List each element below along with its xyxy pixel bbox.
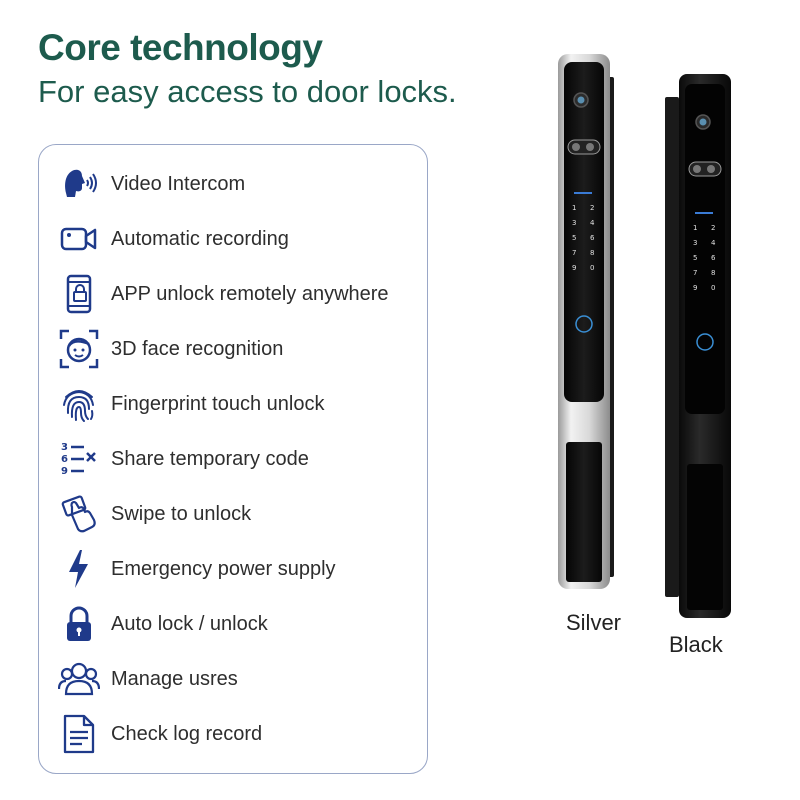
svg-text:6: 6 [711, 254, 716, 262]
feature-item: Check log record [57, 710, 417, 758]
feature-label: Video Intercom [111, 172, 246, 195]
svg-text:2: 2 [590, 204, 594, 212]
feature-item: Emergency power supply [57, 545, 417, 593]
feature-item: Automatic recording [57, 215, 417, 263]
silver-lock-image: 1 2 3 4 5 6 7 8 9 0 [556, 52, 616, 592]
black-label: Black [669, 632, 723, 657]
card-swipe-icon [57, 492, 101, 536]
svg-text:8: 8 [590, 249, 594, 257]
svg-text:7: 7 [693, 269, 697, 277]
feature-label: Swipe to unlock [111, 502, 252, 525]
feature-label: APP unlock remotely anywhere [111, 282, 389, 305]
feature-item: Manage usres [57, 655, 417, 703]
svg-text:4: 4 [711, 239, 716, 247]
feature-list-panel: Video Intercom Automatic recording APP u… [38, 144, 428, 774]
svg-text:6: 6 [590, 234, 595, 242]
svg-text:9: 9 [693, 284, 697, 292]
feature-item: Fingerprint touch unlock [57, 380, 417, 428]
feature-label: Emergency power supply [111, 557, 336, 580]
video-camera-icon [57, 217, 101, 261]
document-icon [57, 712, 101, 756]
black-keypad: 1 2 3 4 5 6 7 8 9 0 [693, 224, 716, 292]
feature-label: Fingerprint touch unlock [111, 392, 325, 415]
black-lock-image: 1 2 3 4 5 6 7 8 9 0 [665, 72, 735, 620]
feature-item: Swipe to unlock [57, 490, 417, 538]
svg-text:3: 3 [61, 442, 68, 453]
feature-item: Video Intercom [57, 160, 417, 208]
svg-text:0: 0 [711, 284, 715, 292]
svg-text:5: 5 [693, 254, 697, 262]
svg-text:0: 0 [590, 264, 594, 272]
svg-text:6: 6 [61, 454, 68, 465]
feature-item: APP unlock remotely anywhere [57, 270, 417, 318]
svg-text:2: 2 [711, 224, 715, 232]
svg-text:8: 8 [711, 269, 715, 277]
feature-label: Auto lock / unlock [111, 612, 268, 635]
svg-text:1: 1 [693, 224, 697, 232]
svg-text:1: 1 [572, 204, 576, 212]
svg-text:7: 7 [572, 249, 576, 257]
feature-item: 3D face recognition [57, 325, 417, 373]
padlock-icon [57, 602, 101, 646]
lightning-icon [57, 547, 101, 591]
svg-text:4: 4 [590, 219, 595, 227]
feature-label: 3D face recognition [111, 337, 284, 360]
page-title: Core technology [38, 27, 323, 68]
face-voice-icon [57, 162, 101, 206]
svg-text:5: 5 [572, 234, 576, 242]
feature-label: Automatic recording [111, 227, 289, 250]
feature-item: Auto lock / unlock [57, 600, 417, 648]
svg-text:3: 3 [572, 219, 576, 227]
svg-text:9: 9 [572, 264, 576, 272]
svg-text:3: 3 [693, 239, 697, 247]
users-icon [57, 657, 101, 701]
svg-text:9: 9 [61, 466, 68, 477]
fingerprint-icon [57, 382, 101, 426]
silver-keypad: 1 2 3 4 5 6 7 8 9 0 [572, 204, 595, 272]
feature-label: Manage usres [111, 667, 238, 690]
feature-label: Check log record [111, 722, 263, 745]
face-scan-icon [57, 327, 101, 371]
silver-label: Silver [566, 610, 622, 635]
feature-label: Share temporary code [111, 447, 309, 470]
phone-lock-icon [57, 272, 101, 316]
page-subtitle: For easy access to door locks. [38, 74, 457, 109]
